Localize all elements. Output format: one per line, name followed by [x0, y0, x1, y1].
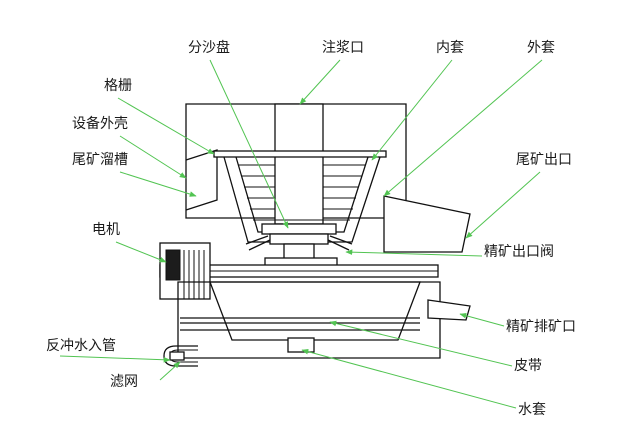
- leader-line-weikuangchukou: [465, 171, 541, 239]
- drive-belt: [180, 317, 420, 331]
- leader-line-dianji: [115, 241, 167, 263]
- label-waitao: 外套: [527, 40, 555, 56]
- filter-screen: [169, 351, 185, 361]
- concentrate-valve-legs: [245, 235, 353, 251]
- label-neitao: 内套: [436, 40, 464, 56]
- label-zhujiangkou: 注浆口: [322, 40, 364, 56]
- tailings-chute: [185, 149, 218, 211]
- leader-line-zhujiangkou: [299, 59, 341, 105]
- concentrate-discharge-hopper: [209, 281, 421, 341]
- spindle-hub: [269, 233, 329, 245]
- grating: [213, 150, 387, 158]
- label-fenshapan: 分沙盘: [188, 39, 230, 56]
- backwash-water-pipe: [163, 345, 198, 367]
- leader-line-lvwang: [159, 361, 181, 381]
- leader-line-pidai: [329, 320, 513, 367]
- label-dianji: 电机: [92, 222, 120, 238]
- label-lvwang: 滤网: [110, 374, 138, 390]
- label-jingkuangchukoufa: 精矿出口阀: [484, 244, 554, 260]
- label-shuitao: 水套: [518, 402, 546, 418]
- concentrate-discharge-outlet: [427, 299, 471, 321]
- leader-line-gezha: [117, 97, 215, 155]
- label-weikuangchukou: 尾矿出口: [516, 152, 572, 168]
- tailings-outlet: [383, 195, 471, 253]
- leader-line-neitao: [371, 59, 453, 161]
- leader-line-fenshapan: [209, 59, 289, 229]
- leader-line-shuitao: [301, 348, 517, 409]
- label-shebeiwaike: 设备外壳: [72, 115, 128, 132]
- leader-line-weikuangliucao: [119, 171, 197, 197]
- label-gezha: 格栅: [104, 78, 132, 94]
- leader-lines: [59, 59, 543, 409]
- label-pidai: 皮带: [514, 358, 542, 374]
- water-jacket: [287, 337, 315, 353]
- leader-line-waitao: [383, 59, 543, 197]
- labels: 分沙盘 注浆口 内套 外套 格栅 设备外壳 尾矿溜槽 尾矿出口 电机 精矿出口阀…: [46, 39, 576, 418]
- leader-line-jingkuangpaikuangkou: [459, 312, 505, 327]
- label-fanchongshuiruguan: 反冲水入管: [46, 338, 116, 354]
- machine-drawing: [159, 103, 471, 367]
- bowl-ribs: [238, 164, 366, 221]
- label-jingkuangpaikuangkou: 精矿排矿口: [506, 319, 576, 335]
- sand-distribution-disc: [261, 223, 337, 235]
- label-weikuangliucao: 尾矿溜槽: [72, 152, 128, 168]
- leader-line-fanchongshuiruguan: [59, 355, 171, 363]
- leader-line-shebeiwaike: [119, 135, 187, 179]
- leader-line-jingkuangchukoufa: [345, 249, 483, 257]
- motor: [159, 242, 211, 300]
- injection-pipe: [274, 103, 324, 225]
